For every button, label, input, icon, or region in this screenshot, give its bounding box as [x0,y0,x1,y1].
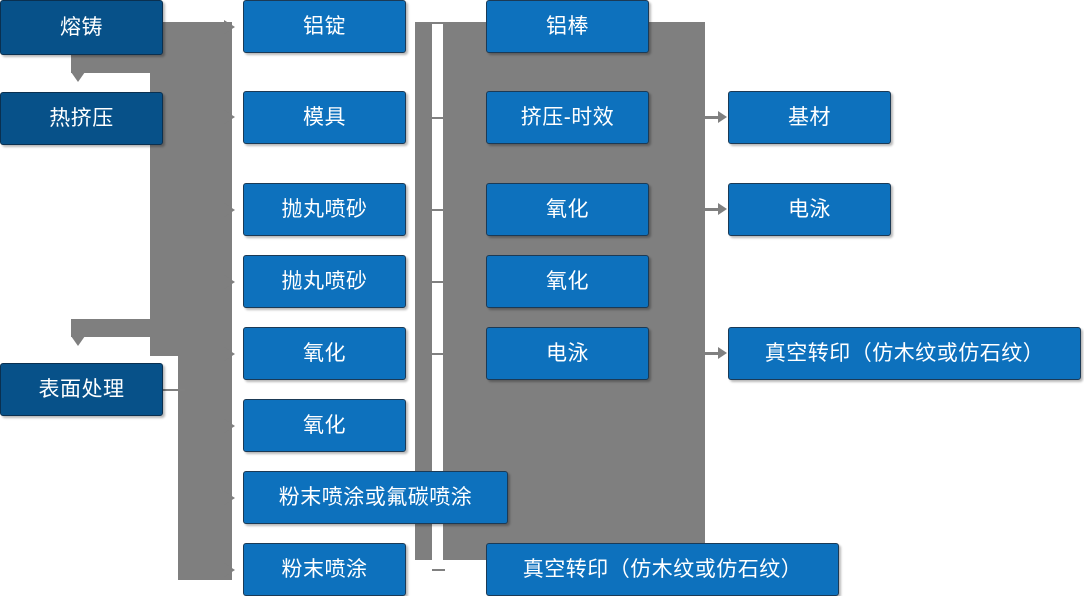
process-label: 粉末喷涂 [281,558,368,581]
connector-mid-spine-thin [415,22,432,560]
process-label: 抛丸喷砂 [281,198,368,221]
arrow-trunk-to-shotblast-1 [224,203,235,217]
process-label: 氧化 [303,342,346,365]
hairline-tick-shotblast-2 [432,281,445,283]
process-box-oxidation-2[interactable]: 氧化 [243,399,406,452]
arrow-trunk-to-shotblast-2 [224,275,235,289]
process-box-powder-fluorocarbon[interactable]: 粉末喷涂或氟碳喷涂 [243,471,508,524]
arrow-trunk-to-ingot [224,20,235,34]
hairline-tick-oxidation-1 [432,353,445,355]
process-label: 氧化 [546,198,589,221]
process-box-ingot[interactable]: 铝锭 [243,0,406,53]
process-label: 氧化 [303,414,346,437]
hairline-tick-shotblast-1 [432,209,445,211]
process-label: 粉末喷涂或氟碳喷涂 [278,486,473,509]
stage-box-surface[interactable]: 表面处理 [0,363,163,416]
hairline-spine-top [415,22,449,24]
process-label: 挤压-时效 [520,106,615,129]
process-label: 氧化 [546,270,589,293]
process-box-powder-coating[interactable]: 粉末喷涂 [243,543,406,596]
stage-box-melting[interactable]: 熔铸 [0,0,163,55]
stage-box-extrude[interactable]: 热挤压 [0,92,163,145]
connector-stage-bridge-bottom [71,319,151,337]
process-label: 铝棒 [546,15,589,38]
arrow-down-to-extrude [71,72,85,82]
arrow-trunk-to-powder-fluor [224,491,235,505]
result-label: 电泳 [788,198,831,221]
process-box-shotblast-1[interactable]: 抛丸喷砂 [243,183,406,236]
result-box-vacuum-transfer[interactable]: 真空转印（仿木纹或仿石纹） [728,327,1081,380]
arrow-trunk-to-mold [224,110,235,124]
connector-left-trunk-wide [150,22,232,356]
arrow-plate-to-electro [703,203,727,215]
process-box-oxidation-4[interactable]: 氧化 [486,255,649,308]
process-box-shotblast-2[interactable]: 抛丸喷砂 [243,255,406,308]
result-box-substrate[interactable]: 基材 [728,91,891,144]
process-label: 抛丸喷砂 [281,270,368,293]
arrow-trunk-to-powder [224,563,235,577]
arrow-plate-to-substrate [703,111,727,123]
process-label: 模具 [303,106,346,129]
hairline-surface-to-trunk [163,389,185,391]
arrow-plate-to-vacuum [703,347,727,359]
process-box-aluminium-bar[interactable]: 铝棒 [486,0,649,53]
arrow-trunk-to-oxidation-2 [224,419,235,433]
result-box-electrophoresis[interactable]: 电泳 [728,183,891,236]
stage-label: 热挤压 [49,107,114,130]
stage-label: 表面处理 [38,378,125,401]
process-box-electrophoresis-mid[interactable]: 电泳 [486,327,649,380]
process-box-oxidation-1[interactable]: 氧化 [243,327,406,380]
process-box-extrusion-aging[interactable]: 挤压-时效 [486,91,649,144]
result-label: 基材 [788,106,831,129]
hairline-tick-mold [432,117,445,119]
process-box-oxidation-3[interactable]: 氧化 [486,183,649,236]
arrow-trunk-to-oxidation-1 [224,347,235,361]
connector-left-trunk-narrow [178,356,232,580]
process-label: 铝锭 [303,15,346,38]
result-label: 真空转印（仿木纹或仿石纹） [764,342,1045,365]
hairline-tick-powder [432,569,445,571]
process-label: 电泳 [546,342,589,365]
process-box-vacuum-transfer-mid[interactable]: 真空转印（仿木纹或仿石纹） [486,543,839,596]
process-label: 真空转印（仿木纹或仿石纹） [522,558,803,581]
stage-label: 熔铸 [60,16,103,39]
process-box-mold[interactable]: 模具 [243,91,406,144]
arrow-down-to-surface [71,336,85,346]
connector-stage-bridge-top [71,55,151,73]
